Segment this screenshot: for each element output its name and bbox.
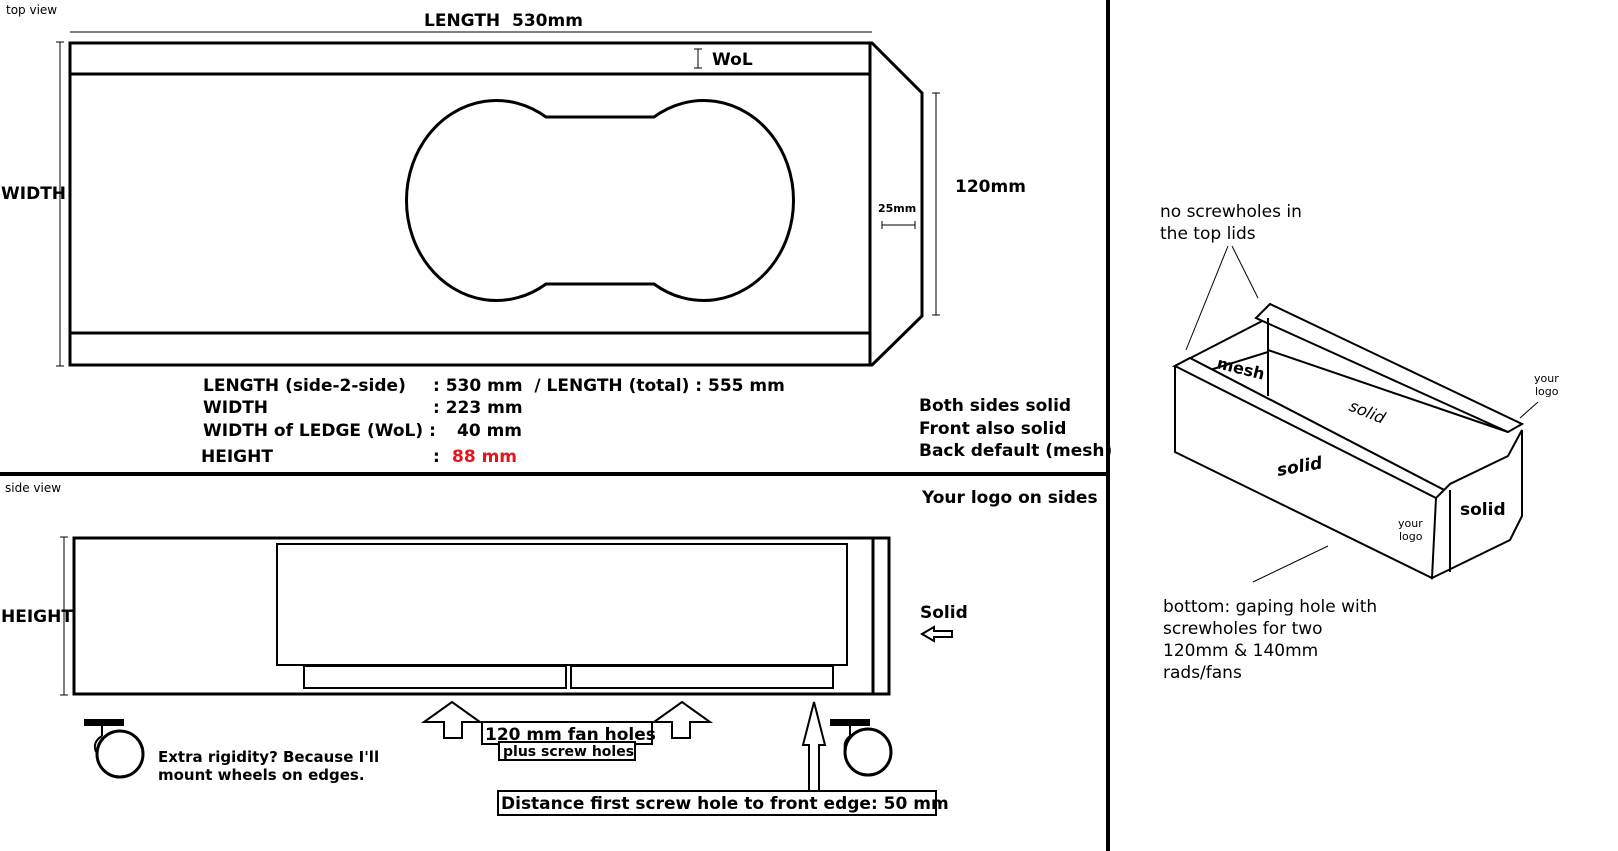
note-both-sides: Both sides solid	[919, 396, 1071, 416]
spec-width-value: : 223 mm	[433, 398, 523, 418]
solid-top-label: solid	[1347, 396, 1389, 428]
note-logo: Your logo on sides	[921, 488, 1098, 508]
inset-label: 25mm	[878, 202, 916, 215]
side-length-label: 120mm	[955, 177, 1026, 197]
specs-table: LENGTH (side-2-side) : 530 mm / LENGTH (…	[201, 376, 785, 467]
bottom-note-line2: screwholes for two	[1163, 619, 1323, 639]
side-view-outline	[72, 536, 891, 696]
spec-length-key: LENGTH (side-2-side)	[203, 376, 406, 396]
length-label: LENGTH 530mm	[424, 11, 583, 31]
solid-arrow-icon	[920, 625, 953, 643]
height-label: HEIGHT	[1, 607, 73, 627]
side-view-caption: side view	[5, 481, 61, 495]
wol-label: WoL	[712, 50, 753, 70]
spec-width-key: WIDTH	[203, 398, 268, 418]
fan-right	[570, 665, 834, 689]
solid-front-label: solid	[1460, 500, 1506, 520]
logo-front-line1: your	[1398, 517, 1423, 530]
fan-left	[303, 665, 567, 689]
fan-holes-label: 120 mm fan holes	[485, 725, 656, 745]
fan-arrow-left-icon	[420, 700, 484, 739]
spec-height-value: 88 mm	[452, 447, 517, 467]
screw-holes-label: plus screw holes	[503, 744, 634, 760]
wheel-left-icon	[84, 719, 145, 779]
spec-height-key: HEIGHT	[201, 447, 273, 467]
bottom-note-line4: rads/fans	[1163, 663, 1242, 683]
bottom-note-line3: 120mm & 140mm	[1163, 641, 1318, 661]
spec-height-colon: :	[433, 447, 440, 467]
logo-right-line2: logo	[1535, 385, 1559, 398]
fan-arrow-right-icon	[650, 700, 714, 739]
logo-right-line1: your	[1534, 372, 1559, 385]
isometric-case	[1171, 302, 1525, 580]
note-front: Front also solid	[919, 419, 1066, 439]
radiator-block	[276, 543, 848, 666]
lids-note-line2: the top lids	[1160, 224, 1256, 244]
spec-wol-value: 40 mm	[457, 421, 522, 441]
wheel-right-icon	[830, 719, 893, 777]
rigidity-note-line1: Extra rigidity? Because I'll	[158, 748, 379, 766]
bottom-note-line1: bottom: gaping hole with	[1163, 597, 1377, 617]
width-label: WIDTH	[1, 184, 66, 204]
distance-label: Distance first screw hole to front edge:…	[501, 794, 949, 814]
solid-label: Solid	[920, 603, 968, 623]
top-view-outline	[68, 41, 924, 367]
fan-hole-outline	[404, 99, 796, 302]
rigidity-note-line2: mount wheels on edges.	[158, 766, 365, 784]
distance-arrow-icon	[801, 701, 827, 793]
spec-wol-key: WIDTH of LEDGE (WoL) :	[203, 421, 436, 441]
note-back: Back default (mesh)	[919, 441, 1112, 461]
spec-length-value: : 530 mm / LENGTH (total) : 555 mm	[433, 376, 785, 396]
logo-front-line2: logo	[1399, 530, 1423, 543]
lids-note-line1: no screwholes in	[1160, 202, 1302, 222]
top-view-caption: top view	[6, 3, 57, 17]
